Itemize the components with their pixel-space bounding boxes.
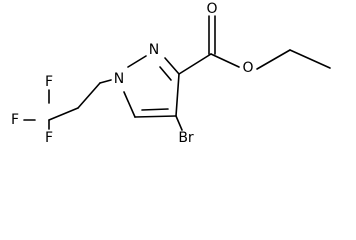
atom-f-top: F [45, 74, 53, 90]
atom-f-left: F [11, 112, 19, 128]
structure-canvas: N N O O Br F F F [11, 1, 331, 146]
bond-c4ring-br [175, 115, 183, 131]
atom-o-ester: O [242, 60, 253, 76]
molecule-diagram: N N O O Br F F F [11, 1, 331, 146]
bond-n2-c3ring-inner [159, 66, 172, 81]
bond-c3-n1 [99, 79, 112, 84]
bond-ch2-ch3 [289, 49, 331, 69]
bond-ccarb-oester [210, 53, 240, 68]
bond-c3ring-c4ring [175, 73, 180, 117]
bond-c4ring-c5ring-inner [141, 108, 169, 111]
atom-o-carbonyl: O [206, 1, 217, 17]
bond-c3ring-ccarb [178, 53, 212, 75]
atom-br: Br [178, 130, 194, 146]
bond-n2-c3ring [164, 57, 180, 75]
bond-c5ring-n1 [123, 91, 136, 118]
atom-f-bottom: F [45, 130, 53, 146]
bond-c1-c2 [48, 107, 79, 121]
atom-labels: N N O O Br F F F [11, 1, 254, 146]
bonds [23, 15, 331, 131]
atom-n-top: N [149, 42, 159, 58]
bond-c2-c3 [77, 82, 101, 109]
bond-c4ring-c5ring [134, 115, 177, 118]
bond-oester-ch2 [256, 49, 291, 70]
bond-n1-n2 [127, 55, 147, 68]
atom-n-ring: N [114, 71, 124, 87]
